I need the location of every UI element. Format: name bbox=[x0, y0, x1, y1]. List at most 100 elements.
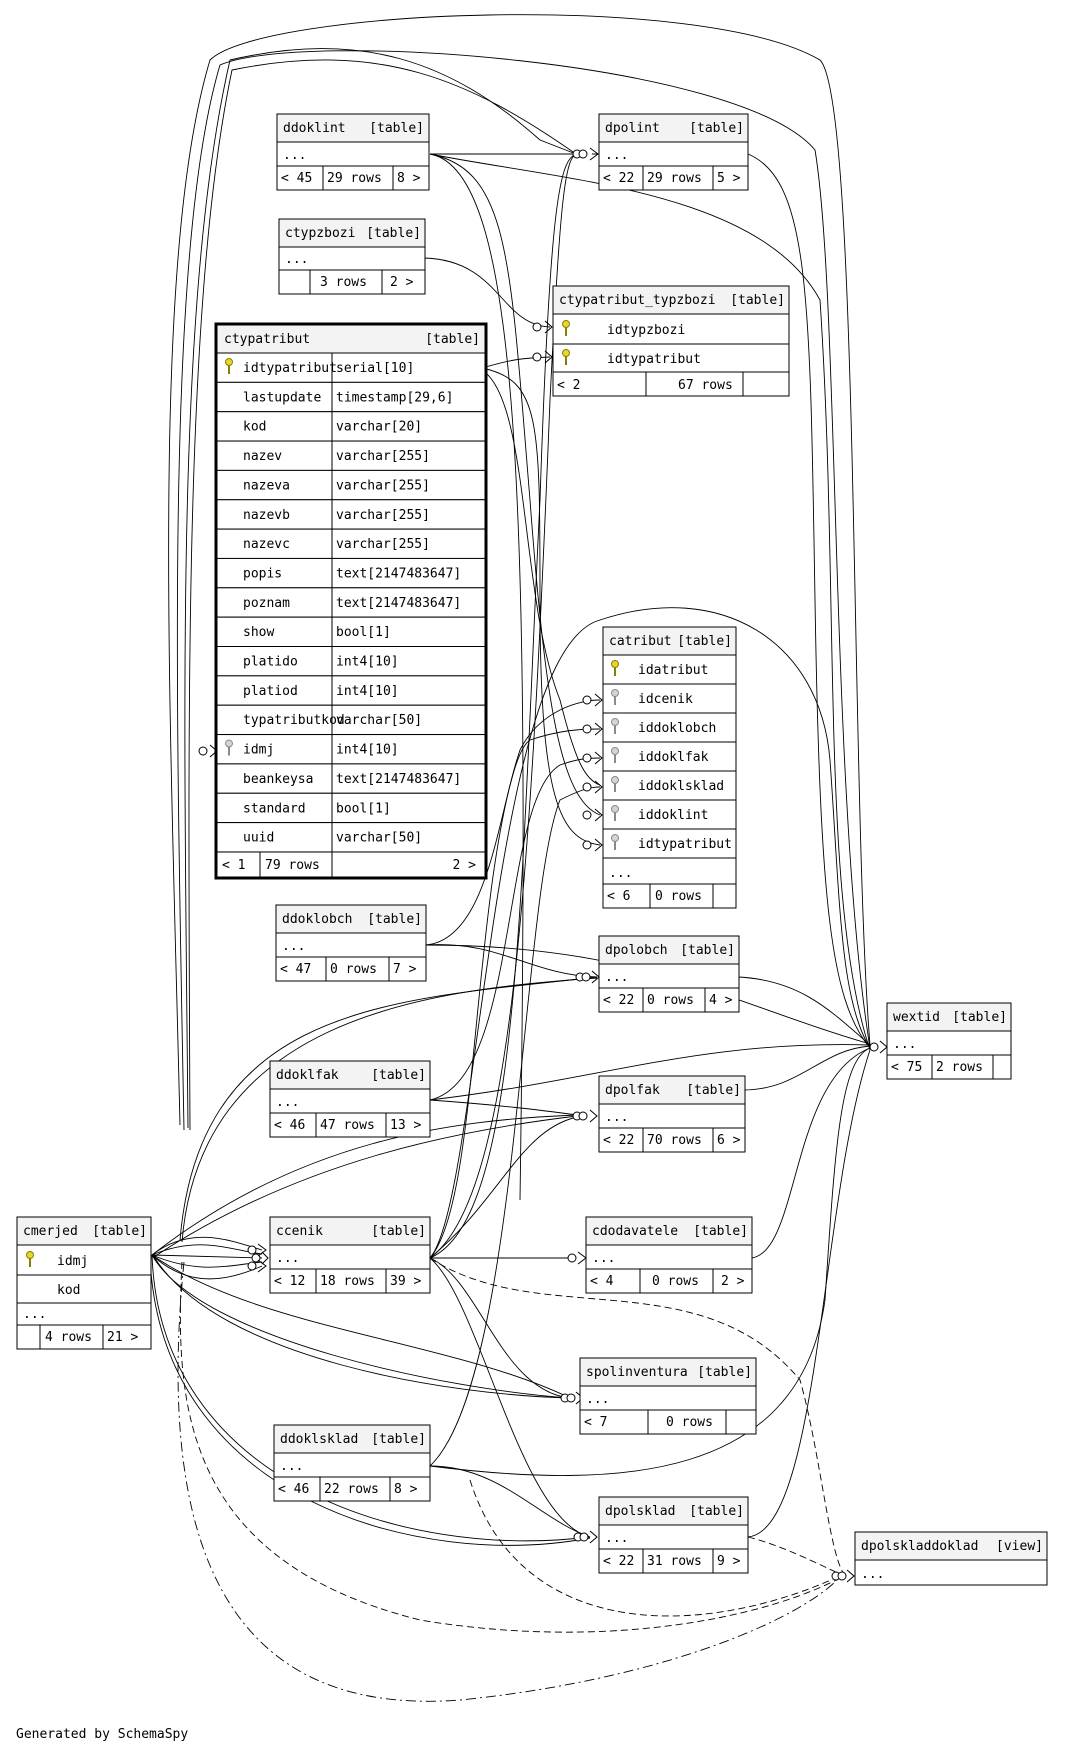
stat-rows: 3 rows bbox=[320, 275, 367, 290]
column-type: int4[10] bbox=[336, 743, 399, 758]
column-rows: idatributidcenikiddoklobchiddoklfakiddok… bbox=[602, 654, 737, 859]
table-spolinventura[interactable]: spolinventura [table] ... < 7 0 rows bbox=[579, 1357, 757, 1435]
table-dpolobch[interactable]: dpolobch [table] ... < 22 0 rows 4 > bbox=[598, 935, 740, 1013]
table-name: ddoklsklad bbox=[280, 1432, 358, 1447]
edge-ddoklsklad-dpolsklad bbox=[429, 1465, 591, 1538]
column-name: poznam bbox=[243, 596, 290, 611]
table-ellipsis: ... bbox=[276, 1251, 299, 1266]
edge-ddoklint-catribut bbox=[429, 153, 601, 816]
table-ellipsis: ... bbox=[861, 1567, 884, 1582]
column-row: idtypatribut bbox=[602, 828, 737, 859]
table-ellipsis: ... bbox=[893, 1037, 916, 1052]
column-name: platido bbox=[243, 655, 298, 670]
column-name: idtypzbozi bbox=[607, 323, 685, 338]
edge-up-dpolint-1 bbox=[429, 153, 577, 1259]
stat-parents: < 22 bbox=[603, 171, 634, 186]
table-ellipsis: ... bbox=[276, 1095, 299, 1110]
table-ctypzbozi[interactable]: ctypzbozi [table] ... 3 rows 2 > bbox=[278, 218, 426, 295]
table-kind: [view] bbox=[996, 1539, 1043, 1554]
edge-ddoklobch-dpolobch bbox=[424, 944, 598, 978]
table-wextid[interactable]: wextid [table] ... < 75 2 rows bbox=[886, 1002, 1012, 1080]
table-dpolsklad[interactable]: dpolsklad [table] ... < 22 31 rows 9 > bbox=[598, 1496, 749, 1574]
table-dpolint[interactable]: dpolint [table] ... < 22 29 rows 5 > bbox=[598, 113, 749, 191]
view-dpolskladdoklad[interactable]: dpolskladdoklad [view] ... bbox=[854, 1531, 1048, 1586]
relationship-edges bbox=[149, 14, 888, 1702]
stat-children: 39 > bbox=[390, 1274, 421, 1289]
table-kind: [table] bbox=[730, 293, 785, 308]
stat-parents: < 7 bbox=[584, 1415, 607, 1430]
column-row: iddoklint bbox=[602, 799, 737, 830]
column-type: bool[1] bbox=[336, 625, 391, 640]
edge-cmerjed-dpolfak-2 bbox=[153, 1115, 578, 1258]
table-ccenik[interactable]: ccenik [table] ... < 12 18 rows 39 > bbox=[269, 1216, 431, 1294]
table-kind: [table] bbox=[680, 943, 735, 958]
table-name: spolinventura bbox=[586, 1365, 688, 1380]
column-type: text[2147483647] bbox=[336, 772, 461, 787]
edge-cmerjed-spolinventura-3 bbox=[151, 1254, 571, 1399]
table-ddoklfak[interactable]: ddoklfak [table] ... < 46 47 rows 13 > bbox=[269, 1060, 431, 1138]
table-name: ctypatribut_typzbozi bbox=[559, 293, 716, 308]
edge-ccenik-dpolfak bbox=[429, 1116, 578, 1259]
edge-loop-top-4 bbox=[188, 59, 577, 1131]
edge-view-cmerjed bbox=[179, 1261, 841, 1633]
edge-cmerjed-dpolobch bbox=[179, 976, 598, 1241]
stat-rows: 0 rows bbox=[666, 1415, 713, 1430]
table-kind: [table] bbox=[369, 121, 424, 136]
column-name: nazeva bbox=[243, 478, 290, 493]
edge-ctypatribut-catribut-2 bbox=[481, 369, 601, 786]
edge-loop-top-2 bbox=[176, 50, 871, 1131]
stat-parents: < 6 bbox=[607, 889, 630, 904]
stat-rows: 70 rows bbox=[647, 1133, 702, 1148]
table-name: ccenik bbox=[276, 1224, 323, 1239]
table-name: wextid bbox=[893, 1010, 940, 1025]
table-ellipsis: ... bbox=[592, 1251, 615, 1266]
table-ellipsis: ... bbox=[285, 252, 308, 267]
table-kind: [table] bbox=[92, 1224, 147, 1239]
key-icon bbox=[611, 660, 619, 676]
stat-parents: < 22 bbox=[603, 1554, 634, 1569]
column-type: text[2147483647] bbox=[336, 566, 461, 581]
stat-rows: 0 rows bbox=[652, 1274, 699, 1289]
table-ddoklobch[interactable]: ddoklobch [table] ... < 47 0 rows 7 > bbox=[275, 904, 427, 982]
table-ddoklint[interactable]: ddoklint [table] ... < 45 29 rows 8 > bbox=[276, 113, 430, 191]
table-kind: [table] bbox=[952, 1010, 1007, 1025]
edge-catribut-loop bbox=[429, 607, 871, 1259]
table-kind: [table] bbox=[367, 912, 422, 927]
column-name: idtypatribut bbox=[243, 361, 337, 376]
column-name: idmj bbox=[57, 1254, 88, 1269]
table-ctypatribut-typzbozi[interactable]: ctypatribut_typzbozi [table] idtypzbozi … bbox=[552, 285, 790, 397]
stat-children: 21 > bbox=[107, 1330, 138, 1345]
stat-parents: < 47 bbox=[280, 962, 311, 977]
table-ellipsis: ... bbox=[282, 939, 305, 954]
stat-rows: 18 rows bbox=[320, 1274, 375, 1289]
table-ddoklsklad[interactable]: ddoklsklad [table] ... < 46 22 rows 8 > bbox=[273, 1424, 431, 1502]
table-name: ddoklint bbox=[283, 121, 346, 136]
foreign-key-icon bbox=[611, 805, 619, 821]
edge-cmerjed-dpolfak bbox=[151, 1114, 578, 1256]
edge-view-ddoklsklad bbox=[469, 1479, 841, 1617]
table-name: dpolobch bbox=[605, 943, 668, 958]
column-row: iddoklsklad bbox=[602, 770, 737, 801]
table-dpolfak[interactable]: dpolfak [table] ... < 22 70 rows 6 > bbox=[598, 1075, 746, 1153]
stat-parents: < 46 bbox=[274, 1118, 305, 1133]
column-type: int4[10] bbox=[336, 684, 399, 699]
table-name: dpolsklad bbox=[605, 1504, 675, 1519]
table-cmerjed[interactable]: cmerjed [table] idmj kod ... 4 rows 21 > bbox=[16, 1216, 152, 1350]
edge-ccenik-dpolsklad bbox=[429, 1257, 591, 1538]
column-type: varchar[50] bbox=[336, 831, 422, 846]
edge-dpolfak-wextid bbox=[742, 1045, 871, 1091]
table-catribut[interactable]: catribut [table] idatributidcenikiddoklo… bbox=[602, 626, 737, 909]
table-cdodavatele[interactable]: cdodavatele [table] ... < 4 0 rows 2 > bbox=[585, 1216, 753, 1294]
edge-view-ccenik bbox=[429, 1257, 846, 1576]
table-kind: [table] bbox=[677, 634, 732, 649]
table-name: dpolskladdoklad bbox=[861, 1539, 978, 1554]
